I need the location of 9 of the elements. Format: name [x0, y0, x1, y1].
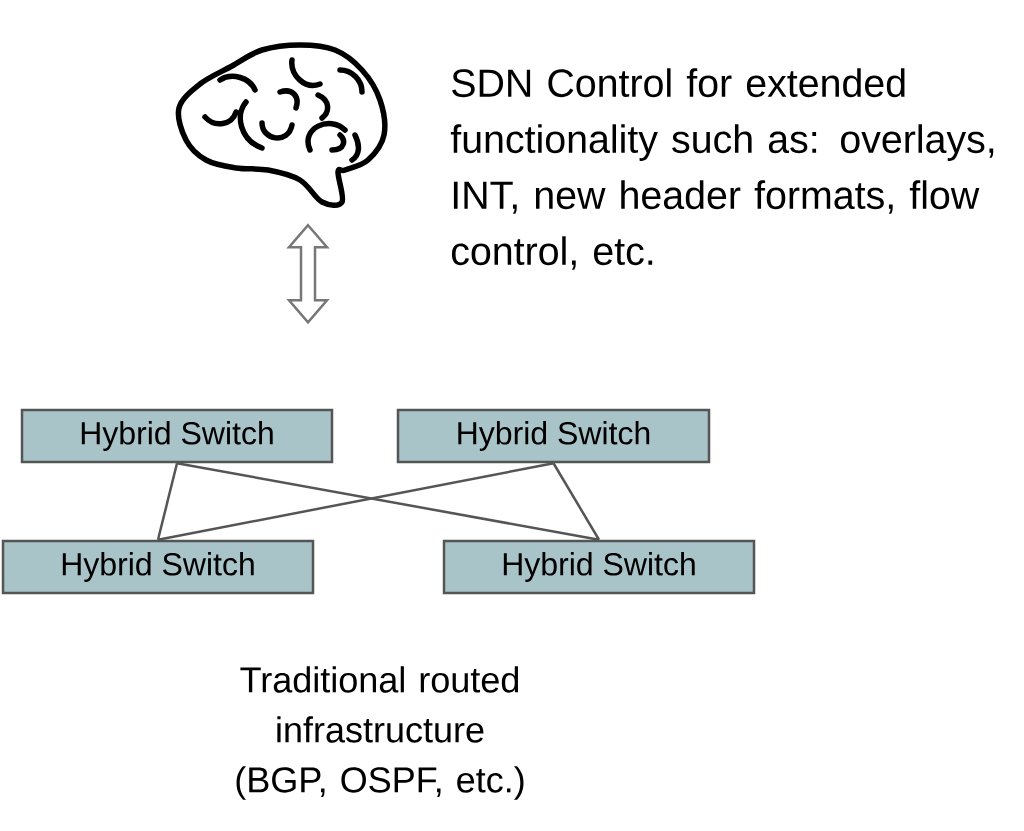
description-text: SDN Control for extended functionality such as: overlays, INT, new header formats, flow control, etc. [450, 68, 994, 270]
connector-line [156, 462, 179, 541]
brain-drawing [175, 42, 388, 208]
switch-box: Hybrid Switch [442, 539, 756, 595]
connector-line [552, 462, 601, 541]
switch-box: Hybrid Switch [20, 408, 334, 464]
caption-text: Traditional routed infrastructure (BGP, OSPF, etc.) [236, 666, 524, 800]
switch-box: Hybrid Switch [396, 408, 711, 464]
switch-box: Hybrid Switch [1, 539, 315, 595]
